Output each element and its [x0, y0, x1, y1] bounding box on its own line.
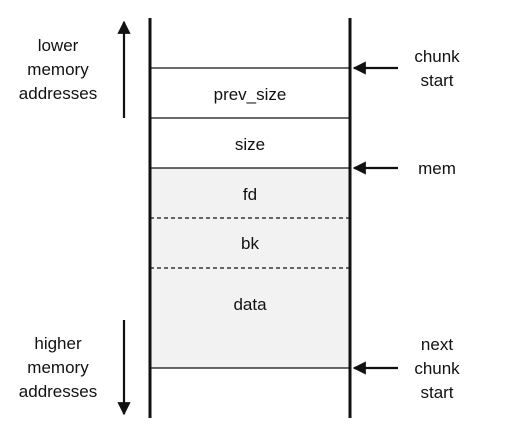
chunk-start-label-line1: chunk: [414, 47, 460, 66]
field-bk: bk: [241, 234, 259, 253]
lower-label-line1: lower: [38, 36, 79, 55]
higher-label-line2: memory: [27, 358, 89, 377]
lower-label-line2: memory: [27, 60, 89, 79]
field-size: size: [235, 135, 265, 154]
field-fd: fd: [243, 185, 257, 204]
field-prev-size: prev_size: [214, 85, 287, 104]
next-chunk-start-label-line1: next: [421, 335, 453, 354]
lower-label-line3: addresses: [19, 84, 97, 103]
next-chunk-start-label-line2: chunk: [414, 359, 460, 378]
next-chunk-start-label-line3: start: [420, 383, 453, 402]
field-data: data: [233, 295, 267, 314]
chunk-start-label-line2: start: [420, 71, 453, 90]
higher-label-line3: addresses: [19, 382, 97, 401]
higher-label-line1: higher: [34, 334, 82, 353]
mem-label: mem: [418, 159, 456, 178]
